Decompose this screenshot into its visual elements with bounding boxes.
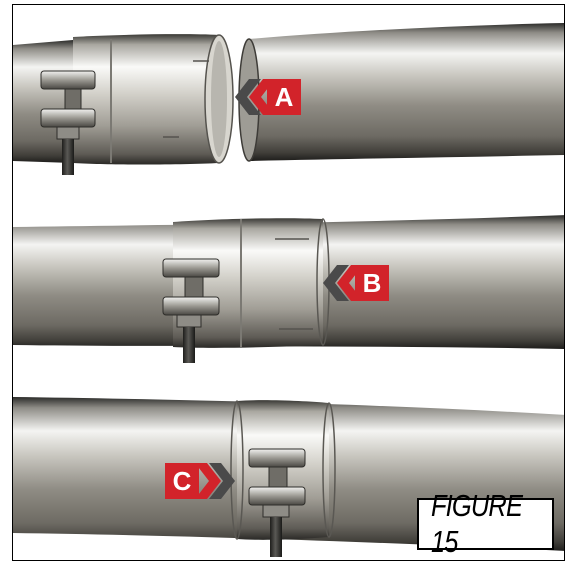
figure-caption-box: FIGURE 15 (417, 488, 554, 559)
callout-a-letter: A (275, 82, 294, 112)
row-a-sleeve (73, 34, 219, 165)
callout-c: C (165, 463, 235, 499)
row-a-right-pipe (249, 23, 564, 161)
row-a-pipes-separated (13, 23, 564, 175)
callout-a: A (235, 79, 301, 115)
row-c-clamp (248, 448, 306, 557)
callout-b: B (323, 265, 389, 301)
figure-frame: A B C FIGURE 15 (12, 4, 565, 561)
callout-c-letter: C (173, 466, 192, 496)
callout-b-letter: B (363, 268, 382, 298)
exhaust-assembly-illustration: A B C (13, 23, 564, 557)
figure-caption: FIGURE 15 (430, 488, 523, 559)
row-b-sleeve-slid-on (13, 215, 564, 363)
row-a-clamp (40, 70, 96, 175)
row-b-clamp (162, 258, 220, 363)
